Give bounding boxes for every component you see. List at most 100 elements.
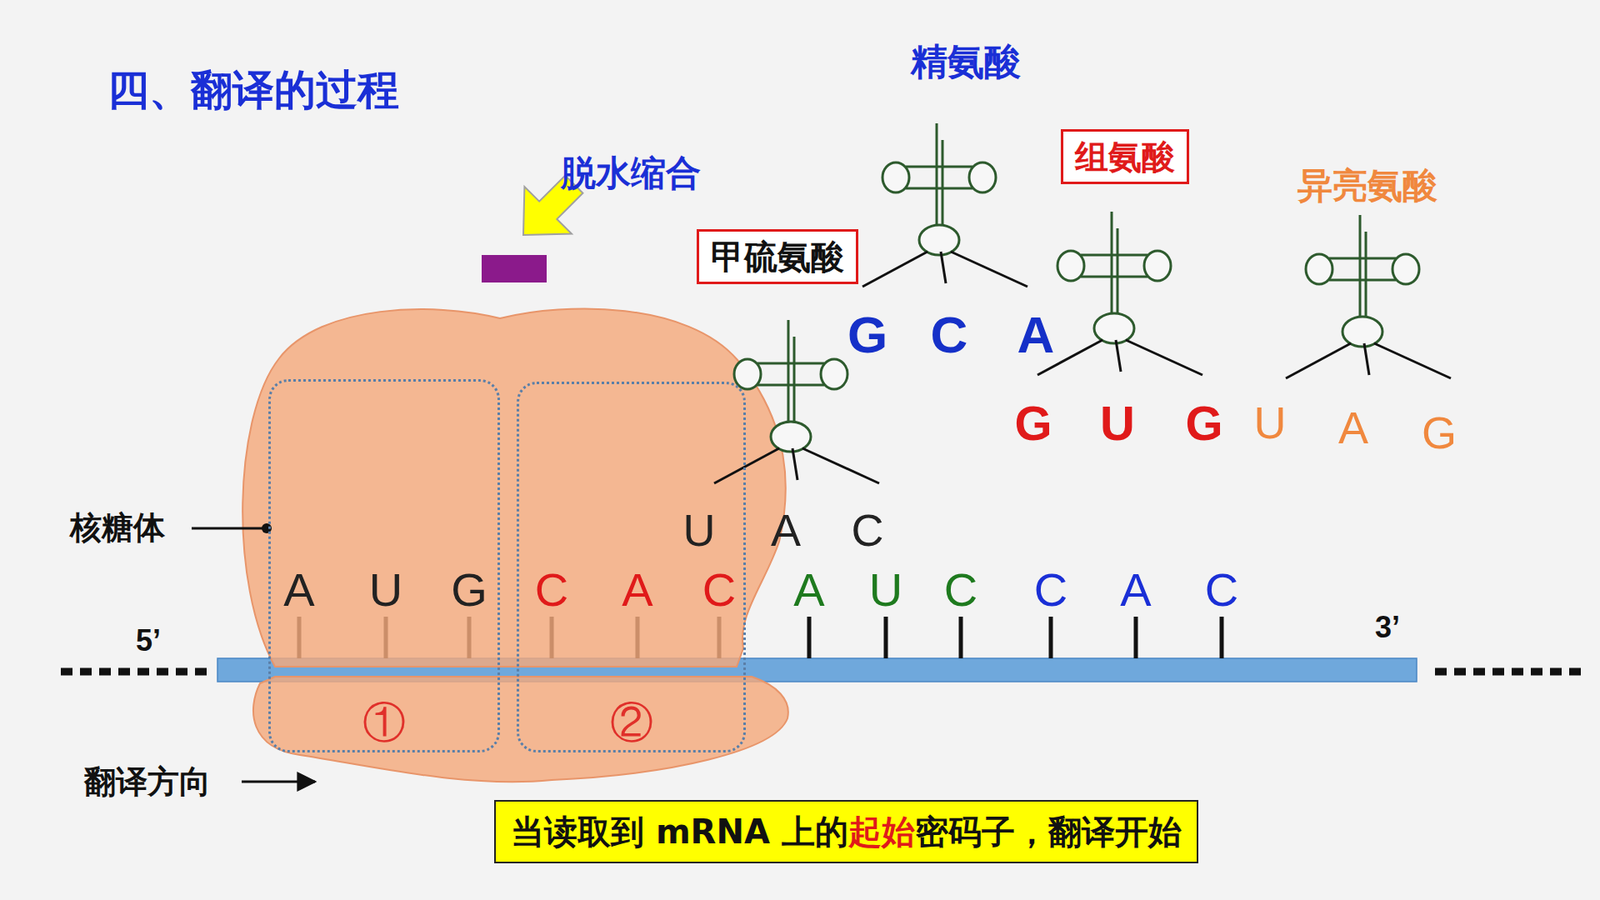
- slide-title: 四、翻译的过程: [107, 67, 400, 114]
- anticodon-base: G: [847, 306, 888, 364]
- process-label: 脱水缩合: [560, 154, 701, 193]
- amino-acid-name: 精氨酸: [910, 41, 1021, 82]
- trna-arm: [1329, 257, 1396, 260]
- callout-number: ②: [610, 699, 654, 747]
- trna-loop: [1392, 254, 1420, 285]
- trna-loop: [1305, 254, 1333, 285]
- site-box: ①: [268, 379, 500, 753]
- trna-loop: [734, 359, 761, 390]
- trna-leg: [802, 448, 880, 484]
- direction-arrow: [241, 780, 315, 784]
- codon-base: U: [869, 564, 903, 616]
- trna-arm: [905, 187, 973, 190]
- trna-stem: [935, 123, 939, 225]
- anticodon-base: U: [1100, 396, 1135, 450]
- trna-arm: [1080, 254, 1148, 257]
- trna-arm: [1329, 279, 1396, 282]
- caption-text: 密码子，翻译开始: [915, 811, 1182, 852]
- direction-label: 翻译方向: [84, 765, 211, 800]
- trna: [1037, 211, 1203, 375]
- anticodon-base: A: [1017, 306, 1055, 364]
- codon-base: U: [369, 564, 403, 616]
- trna-loop: [820, 359, 848, 390]
- amino-box: 组氨酸: [1060, 129, 1190, 185]
- trna-stem: [1110, 211, 1114, 314]
- amino-box: 甲硫氨酸: [696, 229, 859, 285]
- trna-loop: [1144, 250, 1171, 281]
- caption-box: 当读取到 mRNA 上的起始密码子，翻译开始: [494, 800, 1199, 864]
- trna-leg: [1364, 343, 1370, 375]
- base-stem: [807, 616, 812, 659]
- trna-loop: [1342, 316, 1383, 347]
- trna-stem: [787, 320, 790, 422]
- anticodon-base: U: [1254, 398, 1287, 448]
- strand-end: 3’: [1375, 610, 1400, 645]
- trna-leg: [792, 448, 798, 480]
- trna-leg: [1374, 343, 1451, 379]
- trna-loop: [919, 225, 960, 255]
- anticodon-base: A: [770, 505, 801, 555]
- strand-end: 5’: [135, 624, 161, 658]
- ribosome-small-subunit: [253, 676, 789, 782]
- trna-loop: [882, 162, 910, 193]
- codon-base: C: [1034, 564, 1068, 616]
- anticodon-base: G: [1421, 408, 1457, 458]
- codon-base: C: [944, 564, 978, 616]
- trna-group: [714, 123, 1451, 484]
- codon-base: A: [283, 564, 315, 616]
- trna: [1285, 215, 1451, 379]
- codon-base: A: [621, 564, 653, 616]
- codon-base: C: [702, 564, 736, 616]
- trna-stem: [1359, 215, 1362, 317]
- trna-arm: [757, 362, 825, 365]
- trna-arm: [905, 165, 973, 169]
- base-stem: [884, 616, 889, 659]
- trna-loop: [770, 421, 811, 452]
- anticodon-base: G: [1185, 396, 1223, 450]
- trna-leg: [862, 251, 928, 287]
- amino-acid-name: 组氨酸: [1075, 136, 1175, 177]
- anticodon-base: C: [930, 306, 969, 364]
- trna-stem: [941, 140, 945, 225]
- trna-leg: [1115, 340, 1121, 372]
- site-box: ②: [516, 381, 746, 753]
- trna-leg: [1125, 340, 1203, 375]
- base-stem: [1134, 616, 1139, 659]
- peptide-bond: [481, 255, 547, 283]
- trna-leg: [714, 448, 780, 484]
- base-stem: [959, 616, 964, 659]
- mrna-continuation: [1435, 668, 1582, 676]
- caption-text: 起始: [848, 811, 915, 852]
- codon-base: A: [1120, 564, 1151, 616]
- trna-leg: [1285, 343, 1351, 379]
- trna-stem: [1365, 231, 1368, 317]
- codon-base: C: [1205, 564, 1239, 616]
- anticodon-base: G: [1014, 396, 1052, 450]
- leader-line: [191, 527, 265, 530]
- anticodon-base: U: [683, 505, 716, 555]
- ribosome-large-subunit: [242, 308, 785, 667]
- trna-stem: [1116, 228, 1120, 314]
- amino-acid-name: 异亮氨酸: [1297, 166, 1438, 205]
- trna-stem: [793, 336, 796, 422]
- anticodon-base: A: [1338, 403, 1369, 453]
- trna-arm: [1080, 275, 1148, 279]
- part-name: 核糖体: [70, 510, 165, 546]
- amino-acid-name: 甲硫氨酸: [710, 236, 845, 277]
- anticodon-base: C: [851, 505, 885, 555]
- trna-loop: [969, 162, 996, 193]
- trna-arm: [757, 384, 825, 387]
- caption-text: 当读取到 mRNA 上的: [510, 811, 849, 852]
- base-stem: [1220, 616, 1225, 659]
- trna-leg: [940, 251, 946, 284]
- callout-number: ①: [362, 699, 406, 747]
- base-stem: [1049, 616, 1054, 659]
- trna: [862, 123, 1028, 287]
- codon-base: G: [450, 564, 488, 616]
- trna-leg: [950, 251, 1028, 287]
- codon-base: A: [793, 564, 825, 616]
- trna-loop: [1094, 313, 1135, 344]
- mrna-continuation: [60, 668, 210, 676]
- codon-base: C: [535, 564, 569, 616]
